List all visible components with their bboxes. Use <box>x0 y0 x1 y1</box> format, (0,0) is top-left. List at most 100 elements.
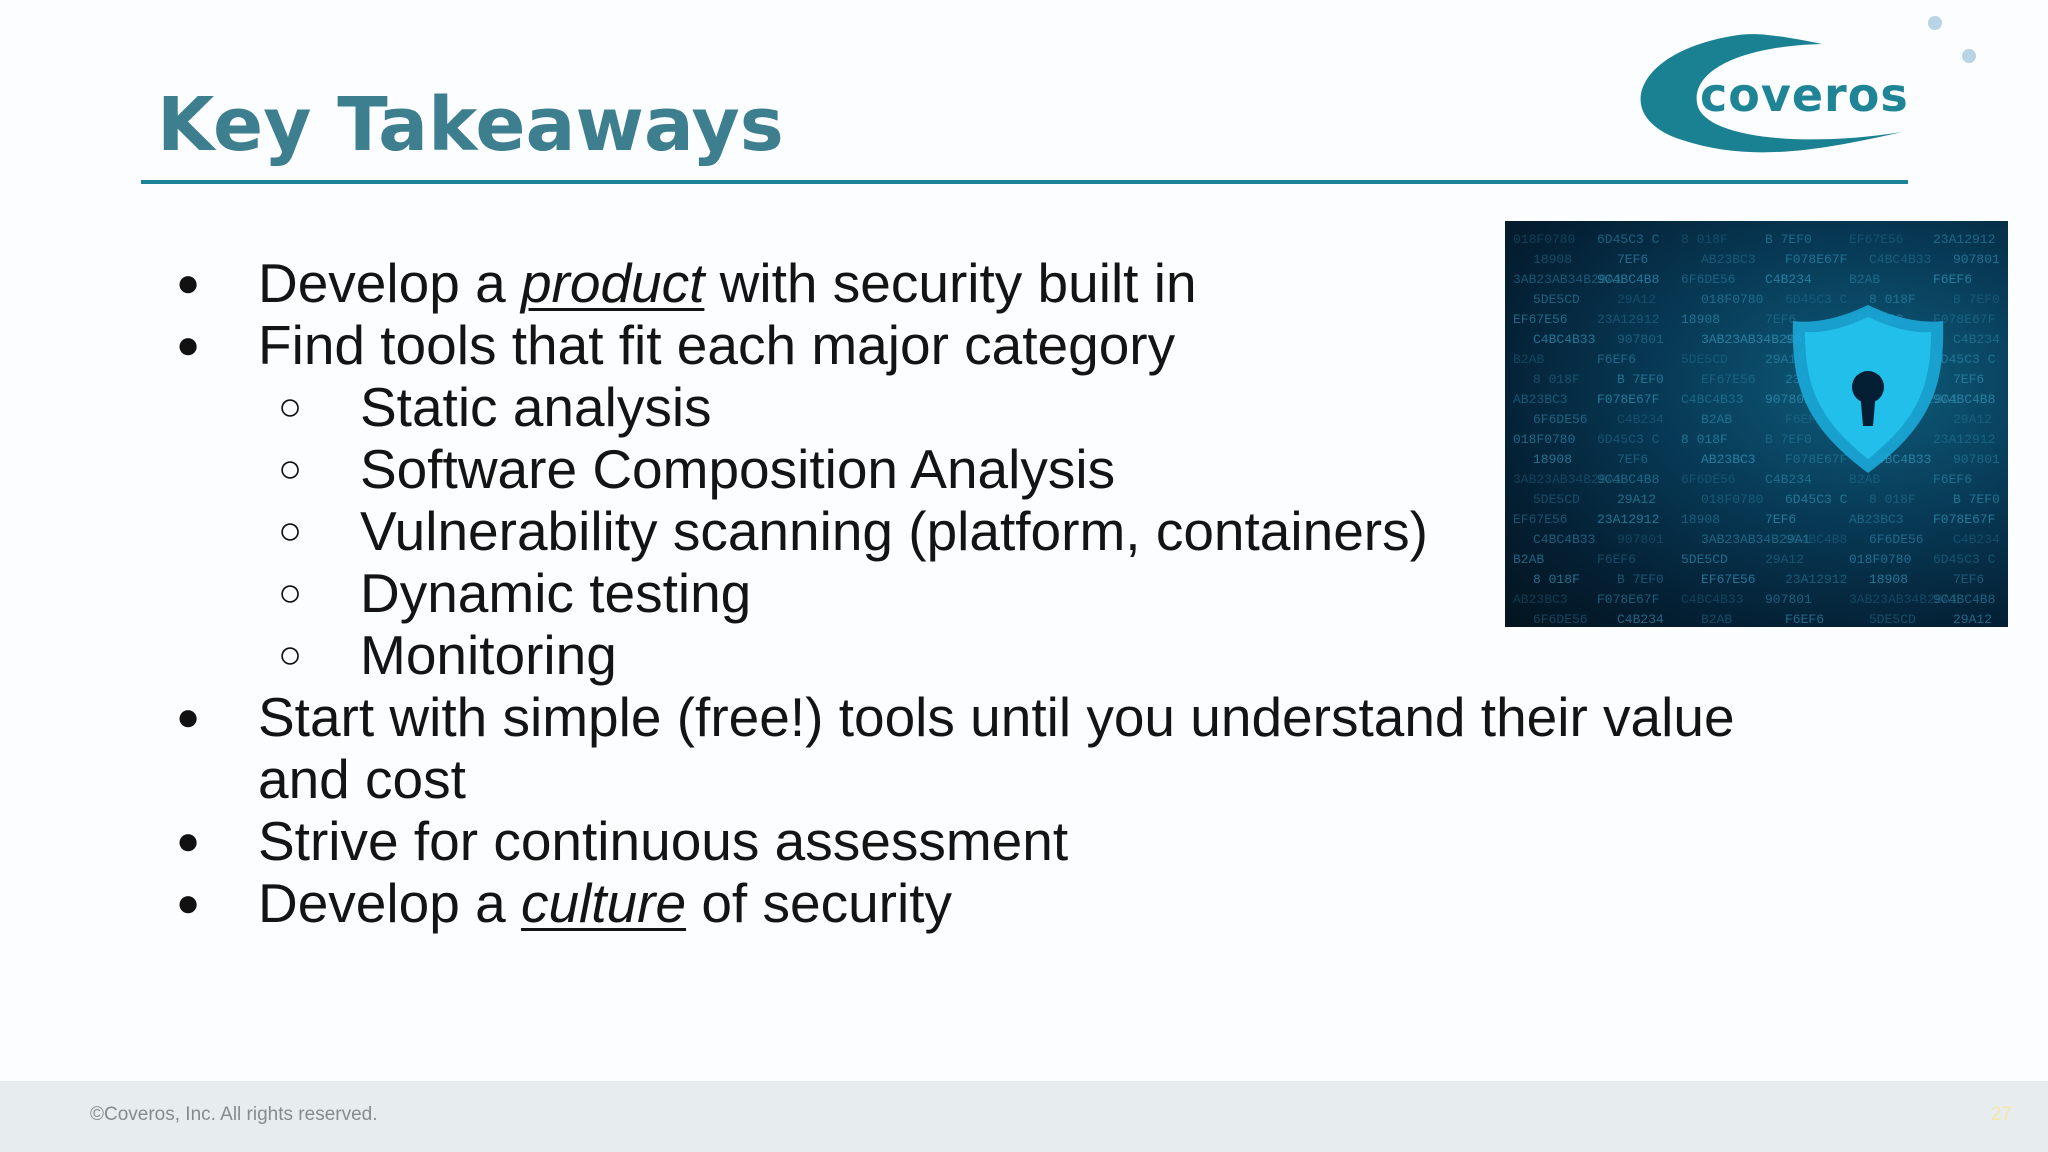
hex-digit-texture: 6D45C3 C <box>1933 352 1996 367</box>
hex-digit-texture: 907801 <box>1617 532 1664 547</box>
hex-digit-texture: 907801 <box>1953 452 2000 467</box>
sub-bullet-marker: ○ <box>278 447 303 491</box>
hex-digit-texture: F078E67F <box>1933 512 1995 527</box>
hex-digit-texture: 5DE5CD <box>1869 612 1916 627</box>
hex-digit-texture: 6D45C3 C <box>1597 232 1660 247</box>
bullet-text-part: and cost <box>258 748 466 810</box>
hex-digit-texture: AB23BC3 <box>1701 252 1756 267</box>
hex-digit-texture: AB23BC3 <box>1513 592 1568 607</box>
hex-digit-texture: AB23BC3 <box>1701 452 1756 467</box>
hex-digit-texture: B2AB <box>1701 412 1732 427</box>
hex-digit-texture: 23A12912 <box>1933 432 1995 447</box>
bullet-text-part: with security built in <box>704 252 1197 314</box>
hex-digit-texture: 7EF6 <box>1765 512 1796 527</box>
hex-digit-texture: 5DE5CD <box>1533 492 1580 507</box>
hex-digit-texture: 7EF6 <box>1765 312 1796 327</box>
hex-digit-texture: EF67E56 <box>1513 312 1568 327</box>
hex-digit-texture: 18908 <box>1533 452 1572 467</box>
hex-digit-texture: 23A12912 <box>1785 572 1847 587</box>
sub-bullet-marker: ○ <box>278 571 303 615</box>
hex-digit-texture: 9C4BC4B8 <box>1933 392 1995 407</box>
hex-digit-texture: C4BC4B33 <box>1869 252 1931 267</box>
hex-digit-texture: 907801 <box>1953 252 2000 267</box>
bullet-text: Develop a culture of security <box>258 872 952 934</box>
bullet-marker: ● <box>176 323 201 367</box>
copyright-text: ©Coveros, Inc. All rights reserved. <box>90 1104 378 1125</box>
logo-wordmark: coveros <box>1700 68 1909 122</box>
hex-digit-texture: C4B234 <box>1953 332 2000 347</box>
hex-digit-texture: 8 018F <box>1869 292 1916 307</box>
hex-digit-texture: 6F6DE56 <box>1681 272 1736 287</box>
bullet-text-part: of security <box>686 872 952 934</box>
bullet-marker: ● <box>176 881 201 925</box>
shield-keyhole-icon <box>1792 305 1944 473</box>
bullet-marker: ● <box>176 819 201 863</box>
hex-digit-texture: EF67E56 <box>1701 372 1756 387</box>
bullet-text: Static analysis <box>360 376 712 438</box>
hex-digit-texture: 6D45C3 C <box>1785 492 1848 507</box>
hex-digit-texture: 18908 <box>1681 512 1720 527</box>
hex-digit-texture: 6F6DE56 <box>1681 472 1736 487</box>
sub-bullet-marker: ○ <box>278 509 303 553</box>
hex-digit-texture: 018F0780 <box>1513 432 1575 447</box>
hex-digit-texture: 29A12 <box>1953 412 1992 427</box>
bullet-emphasis: culture <box>520 872 687 934</box>
hex-digit-texture: 9C4BC4B8 <box>1785 532 1847 547</box>
hex-digit-texture: 29A12 <box>1617 492 1656 507</box>
hex-digit-texture: EF67E56 <box>1849 232 1904 247</box>
bullet-text-part: Start with simple (free!) tools until yo… <box>258 686 1735 748</box>
bullet-text-part: Monitoring <box>360 624 617 686</box>
hex-digit-texture: B 7EF0 <box>1765 432 1812 447</box>
hex-digit-texture: B 7EF0 <box>1617 572 1664 587</box>
hex-digit-texture: 3AB23AB34B29A1 <box>1701 532 1810 547</box>
bullet-text-part: Software Composition Analysis <box>360 438 1116 500</box>
hex-digit-texture: B 7EF0 <box>1617 372 1664 387</box>
footer-bar <box>0 1081 2048 1152</box>
bullet-text: Software Composition Analysis <box>360 438 1115 500</box>
hex-digit-texture: B2AB <box>1513 352 1544 367</box>
bullet-text-part: Strive for continuous assessment <box>258 810 1069 872</box>
sub-bullet-marker: ○ <box>278 385 303 429</box>
hex-digit-texture: 9C4BC4B8 <box>1597 272 1659 287</box>
hex-digit-texture: B 7EF0 <box>1765 232 1812 247</box>
hex-digit-texture: F078E67F <box>1597 392 1659 407</box>
hex-digit-texture: 7EF6 <box>1617 252 1648 267</box>
hex-digit-texture: 907801 <box>1765 392 1812 407</box>
bullet-marker: ● <box>176 261 201 305</box>
hex-digit-texture: C4BC4B33 <box>1533 332 1595 347</box>
sub-bullet-marker: ○ <box>278 633 303 677</box>
hex-digit-texture: 23A12912 <box>1597 312 1659 327</box>
bullet-text-part: Find tools that fit each major category <box>258 314 1176 376</box>
hex-digit-texture: 23A12912 <box>1933 232 1995 247</box>
bullet-text: Strive for continuous assessment <box>258 810 1068 872</box>
slide-title: Key Takeaways <box>157 82 784 168</box>
page-number: 27 <box>1990 1104 2012 1125</box>
bullet-marker: ● <box>176 695 201 739</box>
hex-digit-texture: 3AB23AB34B29A1 <box>1513 272 1622 287</box>
bullet-text: and cost <box>258 748 466 810</box>
hex-digit-texture: 018F0780 <box>1701 492 1763 507</box>
hex-digit-texture: 18908 <box>1533 252 1572 267</box>
hex-digit-texture: F6EF6 <box>1597 352 1636 367</box>
hex-digit-texture: 6D45C3 C <box>1597 432 1660 447</box>
hex-digit-texture: C4BC4B33 <box>1681 392 1743 407</box>
hex-digit-texture: C4B234 <box>1617 412 1664 427</box>
hex-digit-texture: 6D45C3 C <box>1785 292 1848 307</box>
coveros-logo <box>1612 8 1992 178</box>
hex-digit-texture: B 7EF0 <box>1953 292 2000 307</box>
bullet-text-part: Dynamic testing <box>360 562 752 624</box>
hex-digit-texture: 8 018F <box>1533 572 1580 587</box>
hex-digit-texture: F078E67F <box>1785 252 1847 267</box>
bullet-text: Dynamic testing <box>360 562 751 624</box>
bullet-text-part: Develop a <box>258 252 521 314</box>
hex-digit-texture: 5DE5CD <box>1533 292 1580 307</box>
hex-digit-texture: 7EF6 <box>1617 452 1648 467</box>
hex-digit-texture: C4BC4B33 <box>1533 532 1595 547</box>
hex-digit-texture: F6EF6 <box>1933 272 1972 287</box>
hex-digit-texture: 907801 <box>1617 332 1664 347</box>
hex-digit-texture: F078E67F <box>1933 312 1995 327</box>
hex-digit-texture: 9C4BC4B8 <box>1933 592 1995 607</box>
hex-digit-texture: AB23BC3 <box>1513 392 1568 407</box>
